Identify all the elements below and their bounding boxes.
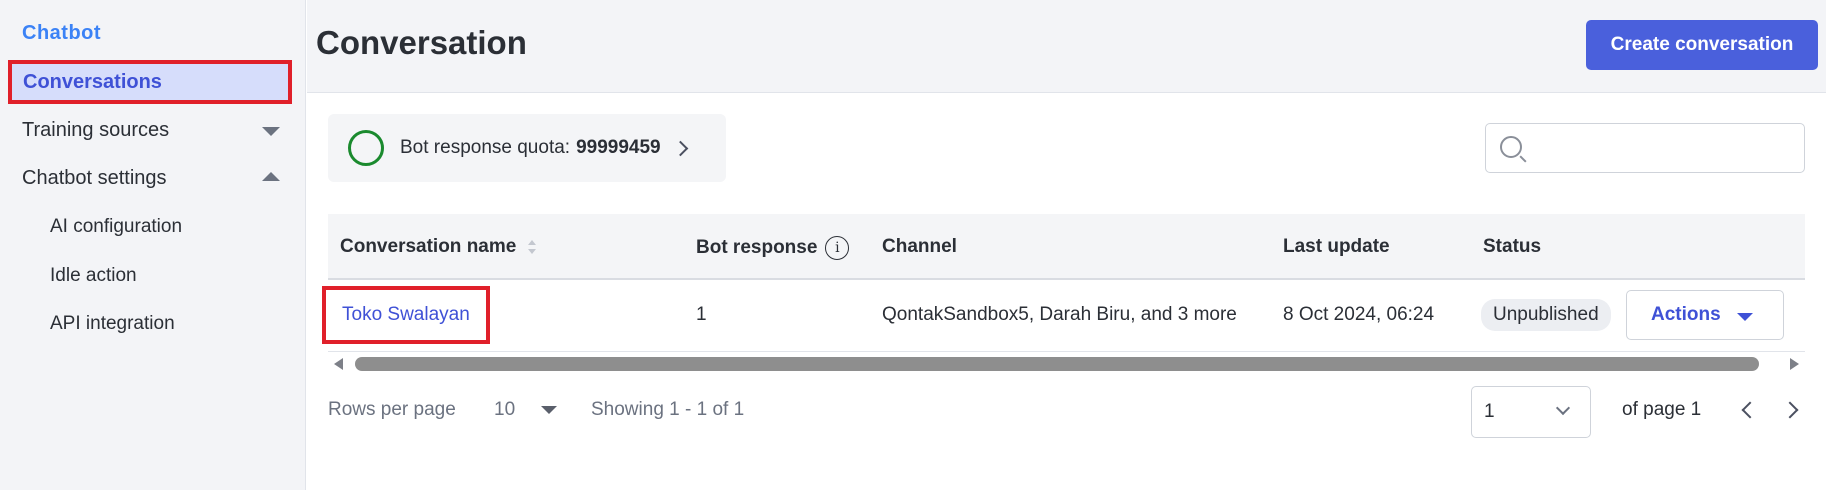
chevron-right-icon[interactable] [1781, 401, 1799, 419]
create-conversation-button[interactable]: Create conversation [1586, 20, 1818, 70]
showing-count: Showing 1 - 1 of 1 [591, 399, 745, 420]
page-number-value: 1 [1484, 401, 1495, 422]
caret-down-icon [541, 406, 558, 414]
column-header-conversation-name[interactable]: Conversation name [340, 236, 537, 258]
sidebar-item-conversations[interactable]: Conversations [8, 60, 292, 104]
quota-label: Bot response quota: [400, 137, 571, 158]
caret-up-icon [262, 172, 280, 181]
chevron-right-icon [672, 140, 688, 156]
sidebar-item-training-sources[interactable]: Training sources [8, 108, 292, 152]
search-icon [1500, 136, 1522, 158]
scroll-right-arrow-icon[interactable] [1790, 358, 1799, 370]
bot-response-cell: 1 [696, 304, 707, 325]
chevron-down-icon [1555, 400, 1571, 416]
column-header-status: Status [1483, 236, 1541, 258]
info-icon[interactable]: i [825, 236, 850, 260]
column-header-last-update: Last update [1283, 236, 1390, 258]
sidebar-item-chatbot-settings[interactable]: Chatbot settings [8, 156, 292, 200]
quota-ring-icon [348, 130, 384, 166]
bot-response-quota-card[interactable]: Bot response quota: 99999459 [328, 114, 726, 182]
page-header: Conversation Create conversation [307, 0, 1826, 93]
page-number-select[interactable]: 1 [1471, 386, 1591, 438]
column-header-channel: Channel [882, 236, 957, 258]
sidebar-subitem-api-integration[interactable]: API integration [50, 313, 175, 334]
column-header-label: Status [1483, 236, 1542, 257]
column-header-label: Last update [1283, 236, 1390, 257]
column-header-label: Conversation name [340, 236, 517, 257]
sidebar-subitem-ai-configuration[interactable]: AI configuration [50, 216, 183, 237]
sidebar-item-label: Chatbot settings [22, 166, 167, 189]
sidebar-item-label: Conversations [23, 70, 162, 93]
search-box[interactable] [1485, 123, 1805, 173]
sidebar: Chatbot Conversations Training sources C… [0, 0, 306, 490]
page-title: Conversation [316, 24, 527, 61]
sidebar-item-label: Training sources [22, 118, 170, 141]
chevron-left-icon[interactable] [1741, 401, 1759, 419]
status-badge: Unpublished [1481, 299, 1611, 331]
of-page-label: of page 1 [1622, 399, 1702, 420]
channel-cell: QontakSandbox5, Darah Biru, and 3 more [882, 304, 1237, 325]
last-update-cell: 8 Oct 2024, 06:24 [1283, 304, 1435, 325]
rows-per-page-select[interactable]: 10 [494, 399, 558, 421]
actions-label: Actions [1651, 304, 1721, 325]
column-header-label: Bot response [696, 237, 818, 258]
sort-icon[interactable] [528, 240, 537, 254]
column-header-bot-response: Bot response i [696, 236, 850, 260]
horizontal-scrollbar[interactable] [328, 355, 1805, 373]
rows-per-page-label: Rows per page [328, 399, 456, 420]
conversation-name-link[interactable]: Toko Swalayan [322, 286, 490, 344]
sidebar-title: Chatbot [22, 22, 102, 44]
caret-down-icon [262, 127, 280, 136]
actions-dropdown-button[interactable]: Actions [1626, 290, 1784, 340]
table-header: Conversation name Bot response i Channel… [328, 214, 1805, 280]
rows-per-page-value: 10 [494, 399, 516, 420]
caret-down-icon [1737, 313, 1753, 321]
table-row: Toko Swalayan 1 QontakSandbox5, Darah Bi… [322, 280, 1805, 352]
quota-value: 99999459 [576, 137, 661, 158]
scrollbar-thumb[interactable] [355, 357, 1759, 371]
search-input[interactable] [1534, 134, 1794, 162]
scroll-left-arrow-icon[interactable] [334, 358, 343, 370]
column-header-label: Channel [882, 236, 957, 257]
sidebar-subitem-idle-action[interactable]: Idle action [50, 265, 137, 286]
